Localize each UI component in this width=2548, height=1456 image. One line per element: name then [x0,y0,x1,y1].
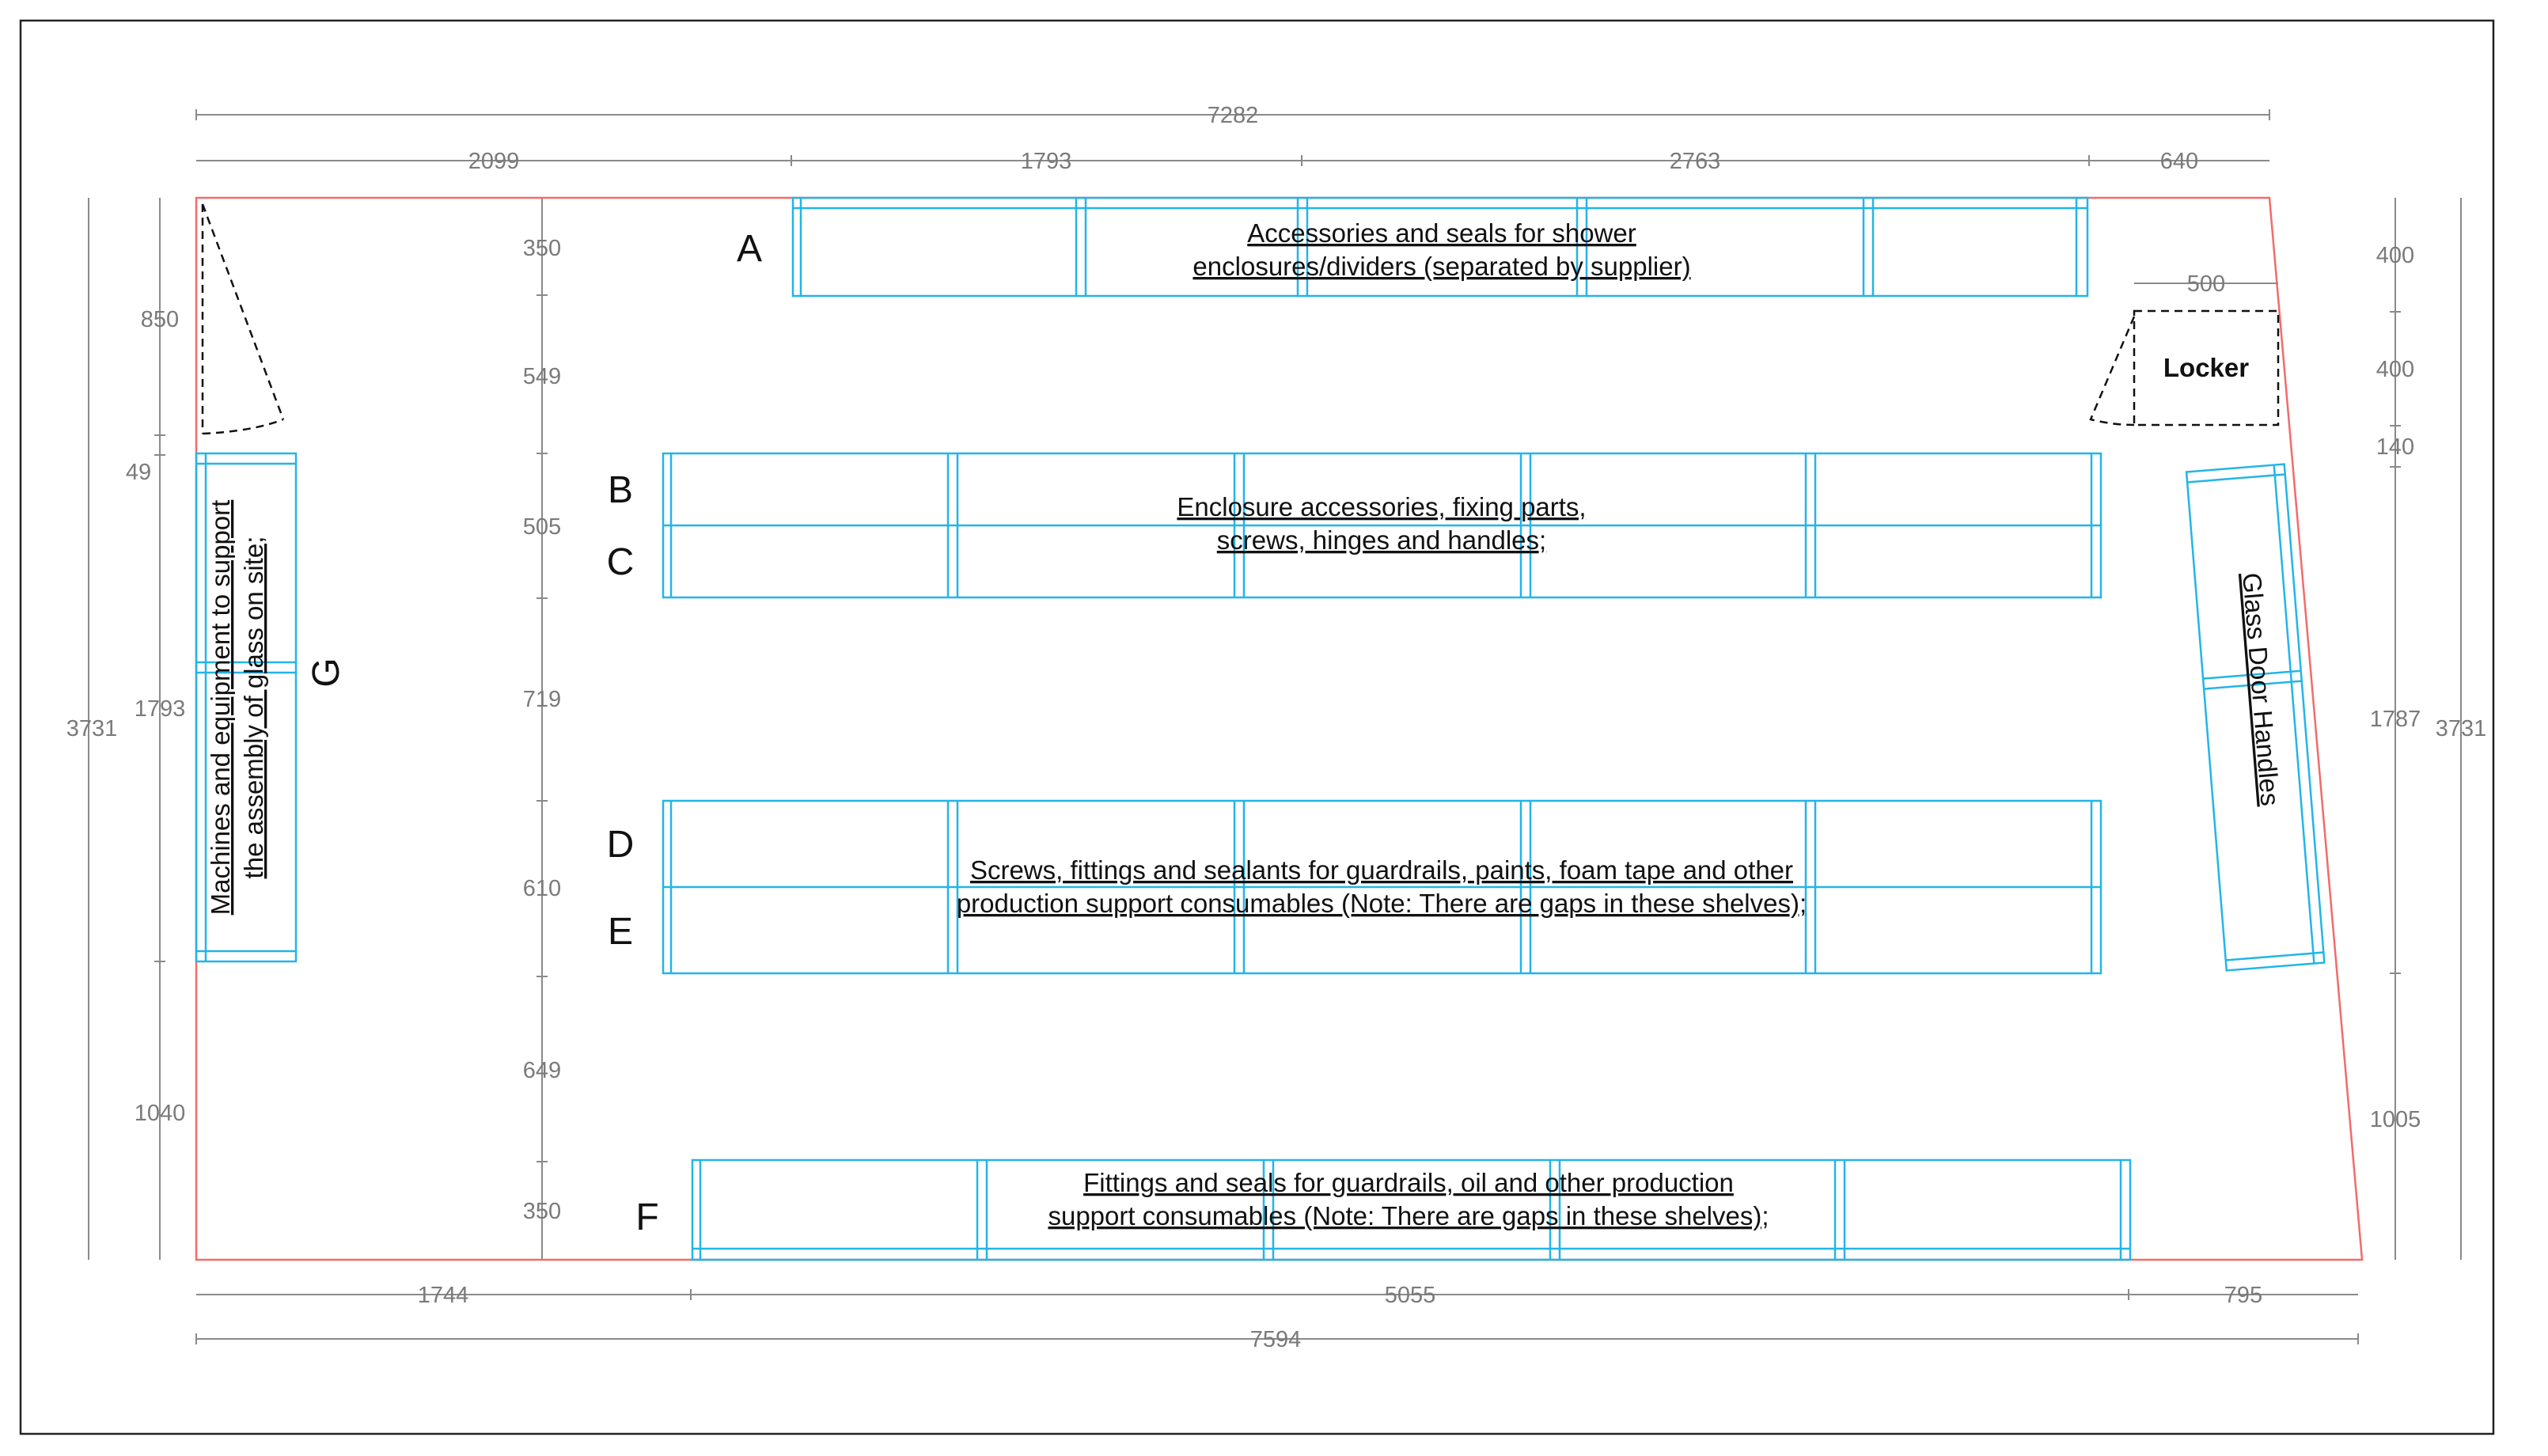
drawing-frame [19,19,2495,1435]
shelf-bc-description-line1: Enclosure accessories, fixing parts, [1177,492,1586,521]
dim-inner-5: 610 [523,876,561,901]
top-dimensions: 7282 2099 1793 2763 640 [195,103,2270,174]
dim-locker-width: 500 [2187,271,2225,297]
shelf-g [195,452,298,963]
inner-vertical-dimensions: 350 549 505 719 610 649 350 [523,198,561,1260]
dim-bottom-seg-3: 795 [2224,1283,2262,1308]
shelf-de-description-line2: production support consumables (Note: Th… [957,889,1807,918]
shelf-bc [662,452,2102,599]
shelf-a-description-line1: Accessories and seals for shower [1247,218,1636,248]
room-outline [195,196,2364,1261]
dim-left-seg-4: 1040 [135,1101,186,1126]
dim-left-total: 3731 [66,716,118,741]
shelf-bc-description-line2: screws, hinges and handles; [1217,525,1546,555]
label-c: C [607,541,635,583]
dim-right-seg-3: 140 [2376,434,2414,460]
dim-right-seg-5: 1005 [2370,1107,2421,1132]
dim-left-seg-2: 49 [126,460,151,485]
shelf-de-description-line1: Screws, fittings and sealants for guardr… [970,855,1793,885]
dim-bottom-seg-2: 5055 [1385,1283,1436,1308]
shelf-f-description-line1: Fittings and seals for guardrails, oil a… [1083,1168,1734,1197]
right-dimensions: 400 400 140 1787 1005 3731 [2370,198,2487,1260]
dim-top-seg-2: 1793 [1021,149,1072,174]
locker-label: Locker [2163,353,2249,382]
dim-right-seg-2: 400 [2376,357,2414,382]
door-swing-top-left [201,203,285,435]
shelf-f-description-line2: support consumables (Note: There are gap… [1048,1201,1769,1230]
shelf-f [691,1158,2132,1261]
dim-right-seg-1: 400 [2376,243,2414,268]
shelf-a-description-line2: enclosures/dividers (separated by suppli… [1192,252,1690,281]
left-dimensions: 3731 850 49 1793 1040 [66,198,186,1260]
shelf-de [662,799,2102,975]
dim-inner-1: 350 [523,236,561,261]
dim-inner-7: 350 [523,1199,561,1224]
dim-left-seg-3: 1793 [135,696,186,722]
dim-top-seg-3: 2763 [1670,149,1721,174]
label-b: B [608,469,633,511]
label-g: G [305,658,347,687]
dim-top-total: 7282 [1208,103,1259,128]
locker [2089,309,2280,427]
dim-inner-4: 719 [523,687,561,712]
dim-top-seg-1: 2099 [468,149,520,174]
dim-inner-2: 549 [523,364,561,389]
glass-door-handles-label: Glass Door Handles [2237,571,2285,806]
dim-inner-3: 505 [523,514,561,540]
dim-right-total: 3731 [2436,716,2487,741]
shelf-a [791,196,2089,298]
shelf-g-description-line2: the assembly of glass on site; [239,537,268,879]
label-a: A [737,228,762,270]
bottom-dimensions: 1744 5055 795 7594 [195,1283,2359,1352]
label-d: D [607,824,635,866]
dim-right-seg-4: 1787 [2370,707,2421,732]
shelf-g-description-line1: Machines and equipment to support [206,500,235,916]
dim-bottom-seg-1: 1744 [418,1283,469,1308]
dim-top-seg-4: 640 [2160,149,2198,174]
dim-inner-6: 649 [523,1058,561,1083]
shelf-glass-door-handles [2185,463,2326,972]
dim-bottom-total: 7594 [1250,1327,1302,1352]
dim-left-seg-1: 850 [141,307,179,332]
label-e: E [608,911,633,953]
label-f: F [635,1196,658,1238]
